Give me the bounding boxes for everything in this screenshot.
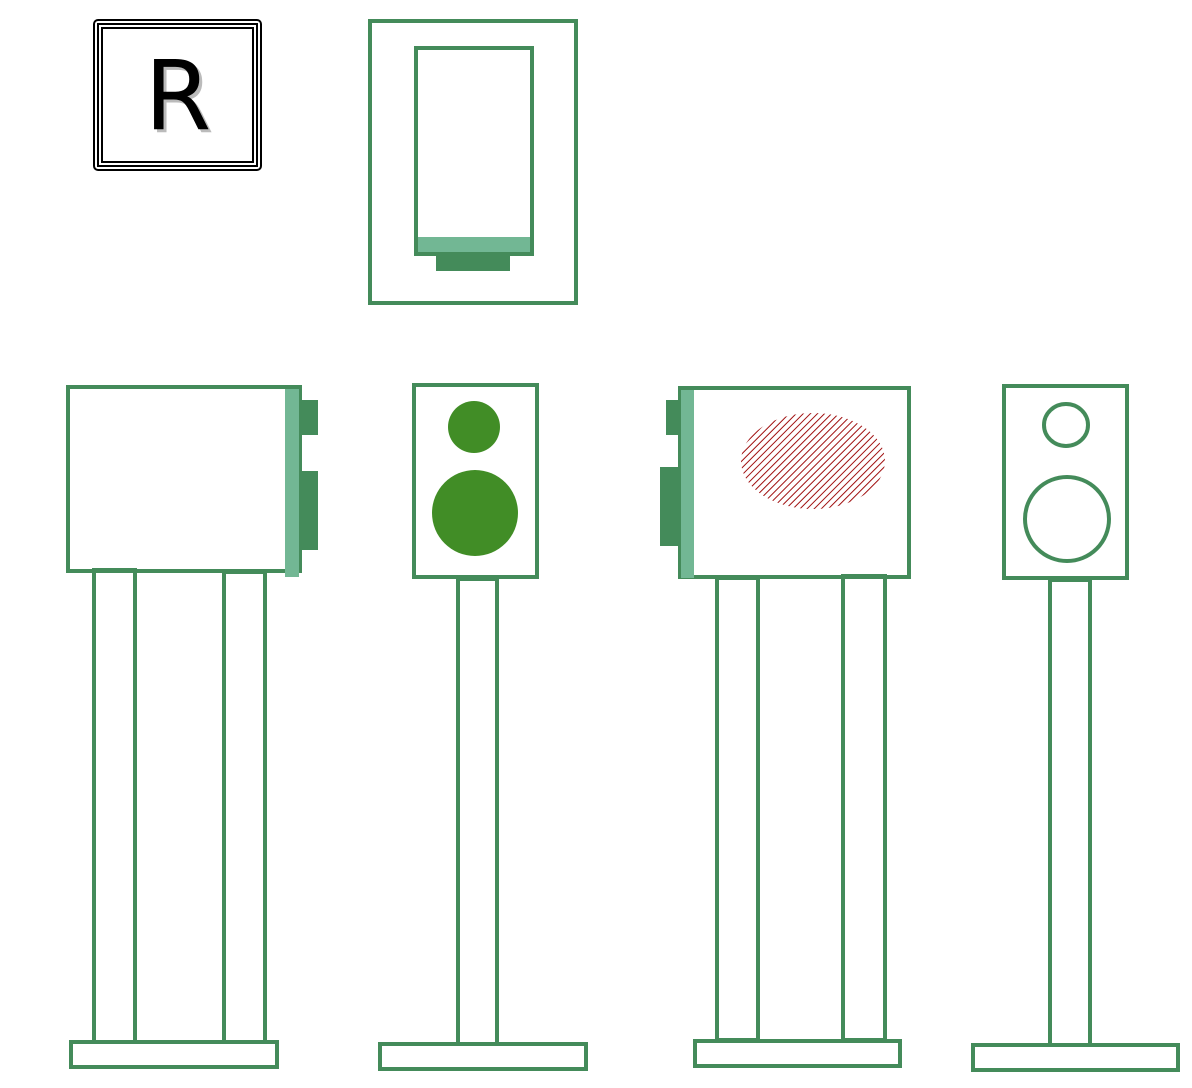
stand-base	[971, 1043, 1180, 1072]
front-baffle-edge	[681, 390, 694, 578]
r-badge: R R	[93, 19, 262, 171]
front-baffle-edge	[285, 389, 299, 577]
tweeter-protrusion	[299, 400, 318, 435]
front-baffle-top	[418, 237, 530, 252]
woofer-driver-outline	[1023, 475, 1111, 563]
tweeter-driver	[448, 401, 500, 453]
cabinet-front	[1002, 384, 1129, 580]
top-view	[368, 19, 578, 305]
stand-column	[1048, 578, 1092, 1047]
stand-column	[456, 577, 499, 1046]
stand-post-front	[715, 576, 760, 1042]
stand-base	[693, 1039, 902, 1068]
r-letter-shadow: R	[148, 43, 215, 155]
woofer-protrusion	[299, 471, 318, 550]
right-side-view	[660, 386, 911, 1068]
top-view-frame	[368, 19, 578, 305]
front-filled-view	[378, 383, 588, 1071]
stand-post-rear	[841, 574, 887, 1042]
stand-top-plate	[436, 254, 510, 271]
stand-base	[378, 1042, 588, 1071]
tweeter-driver-outline	[1042, 402, 1090, 448]
stand-post-rear	[92, 568, 137, 1044]
tweeter-protrusion	[666, 400, 681, 435]
stand-base	[69, 1040, 279, 1069]
hatched-port-area	[741, 413, 885, 509]
left-side-view	[66, 385, 318, 1069]
r-letter: R	[145, 40, 212, 152]
cabinet-side	[66, 385, 302, 573]
front-outline-view	[971, 384, 1180, 1072]
speaker-top-outline	[414, 46, 534, 256]
stand-post-front	[222, 570, 267, 1044]
woofer-driver	[432, 470, 518, 556]
woofer-protrusion	[660, 467, 680, 546]
